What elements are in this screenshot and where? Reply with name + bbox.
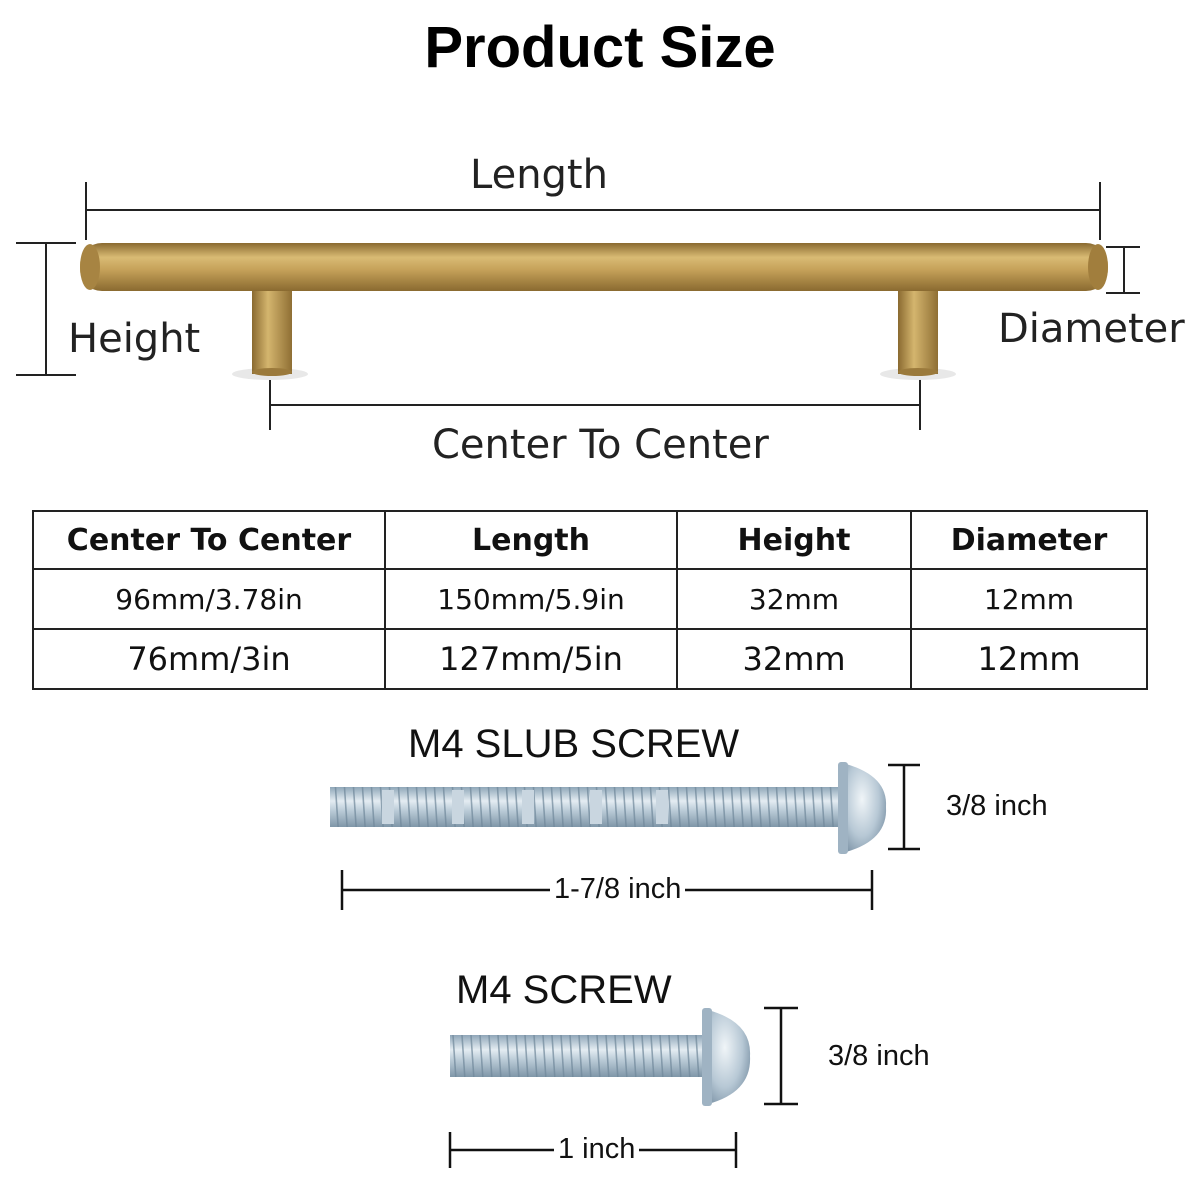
header-length: Length [384, 510, 678, 570]
handle-post-right [898, 282, 938, 374]
handle-illustration [80, 243, 1108, 380]
header-diameter: Diameter [910, 510, 1148, 570]
slub-screw-title: M4 SLUB SCREW [408, 722, 740, 766]
header-center-to-center: Center To Center [32, 510, 386, 570]
standard-screw-title: M4 SCREW [456, 968, 672, 1012]
length-dimension [85, 182, 1101, 240]
cell-center-to-center: 96mm/3.78in [32, 568, 386, 630]
slub-screw-illustration [330, 762, 887, 854]
height-label: Height [68, 316, 201, 362]
cell-length: 127mm/5in [384, 628, 678, 690]
handle-bar [80, 243, 1108, 291]
cell-diameter: 12mm [910, 568, 1148, 630]
standard-screw-length-label: 1 inch [554, 1133, 640, 1166]
diameter-label: Diameter [998, 306, 1185, 352]
slub-screw-height-label: 3/8 inch [942, 790, 1052, 823]
height-dimension [16, 242, 76, 376]
table-header-row: Center To Center Length Height Diameter [32, 510, 1148, 570]
cell-length: 150mm/5.9in [384, 568, 678, 630]
center-to-center-dimension [269, 378, 921, 430]
page-title: Product Size [424, 15, 776, 80]
size-spec-table: Center To Center Length Height Diameter … [32, 510, 1148, 690]
cell-center-to-center: 76mm/3in [32, 628, 386, 690]
cell-diameter: 12mm [910, 628, 1148, 690]
cell-height: 32mm [676, 628, 912, 690]
length-label: Length [470, 152, 608, 198]
standard-screw-height-label: 3/8 inch [824, 1040, 934, 1073]
center-to-center-label: Center To Center [432, 422, 769, 468]
diameter-dimension [1106, 246, 1140, 294]
handle-post-left [252, 282, 292, 374]
table-row: 96mm/3.78in 150mm/5.9in 32mm 12mm [32, 568, 1148, 630]
slub-screw-length-label: 1-7/8 inch [550, 873, 686, 906]
table-row: 76mm/3in 127mm/5in 32mm 12mm [32, 628, 1148, 690]
standard-screw-illustration [450, 1008, 751, 1106]
cell-height: 32mm [676, 568, 912, 630]
header-height: Height [676, 510, 912, 570]
